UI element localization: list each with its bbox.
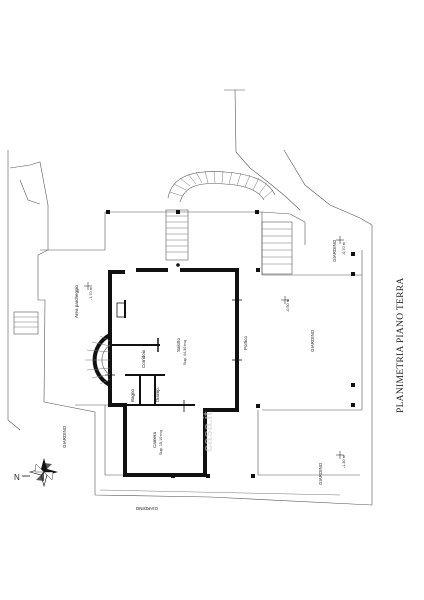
label-salotto: Salotto (176, 337, 181, 352)
round-stair-tower (85, 333, 111, 387)
watermark: casa.it (200, 411, 215, 452)
level-garden-top: -0,70 m (342, 242, 346, 255)
label-salotto-area: Sup. 44,30 mq (183, 340, 187, 365)
label-garden-5: GIARDINO (135, 506, 158, 511)
house-walls (105, 268, 242, 477)
label-disimpegno: Disimp. (155, 387, 160, 402)
level-portico: -0,50 m (286, 299, 290, 312)
level-garden-bottom: -1,30 m (342, 455, 346, 468)
label-bagno: Bagno (130, 388, 135, 402)
label-parking: Area parcheggio (74, 284, 79, 318)
compass-rose-icon (28, 458, 58, 488)
label-portico: Portico (243, 335, 248, 350)
level-markers (84, 236, 344, 459)
property-boundary (7, 89, 373, 506)
label-camera: Camera (152, 431, 157, 448)
side-staircase (261, 211, 306, 275)
label-garden-3: GIARDINO (318, 462, 323, 485)
curved-staircase (165, 170, 276, 261)
label-garden-2: GIARDINO (332, 239, 337, 262)
label-garden-1: GIARDINO (310, 329, 315, 352)
plan-title: PLANIMETRIA PIANO TERRA (396, 277, 406, 413)
label-garden-4: GIARDINO (62, 425, 67, 448)
entrance-mark (176, 263, 180, 267)
left-stair (13, 311, 39, 335)
level-parking: -1,70 m (89, 287, 93, 300)
compass-north-label: N (14, 473, 20, 482)
label-camera-area: Sup. 15,10 mq (159, 430, 163, 455)
label-corridoio: Corridoio (141, 349, 146, 368)
